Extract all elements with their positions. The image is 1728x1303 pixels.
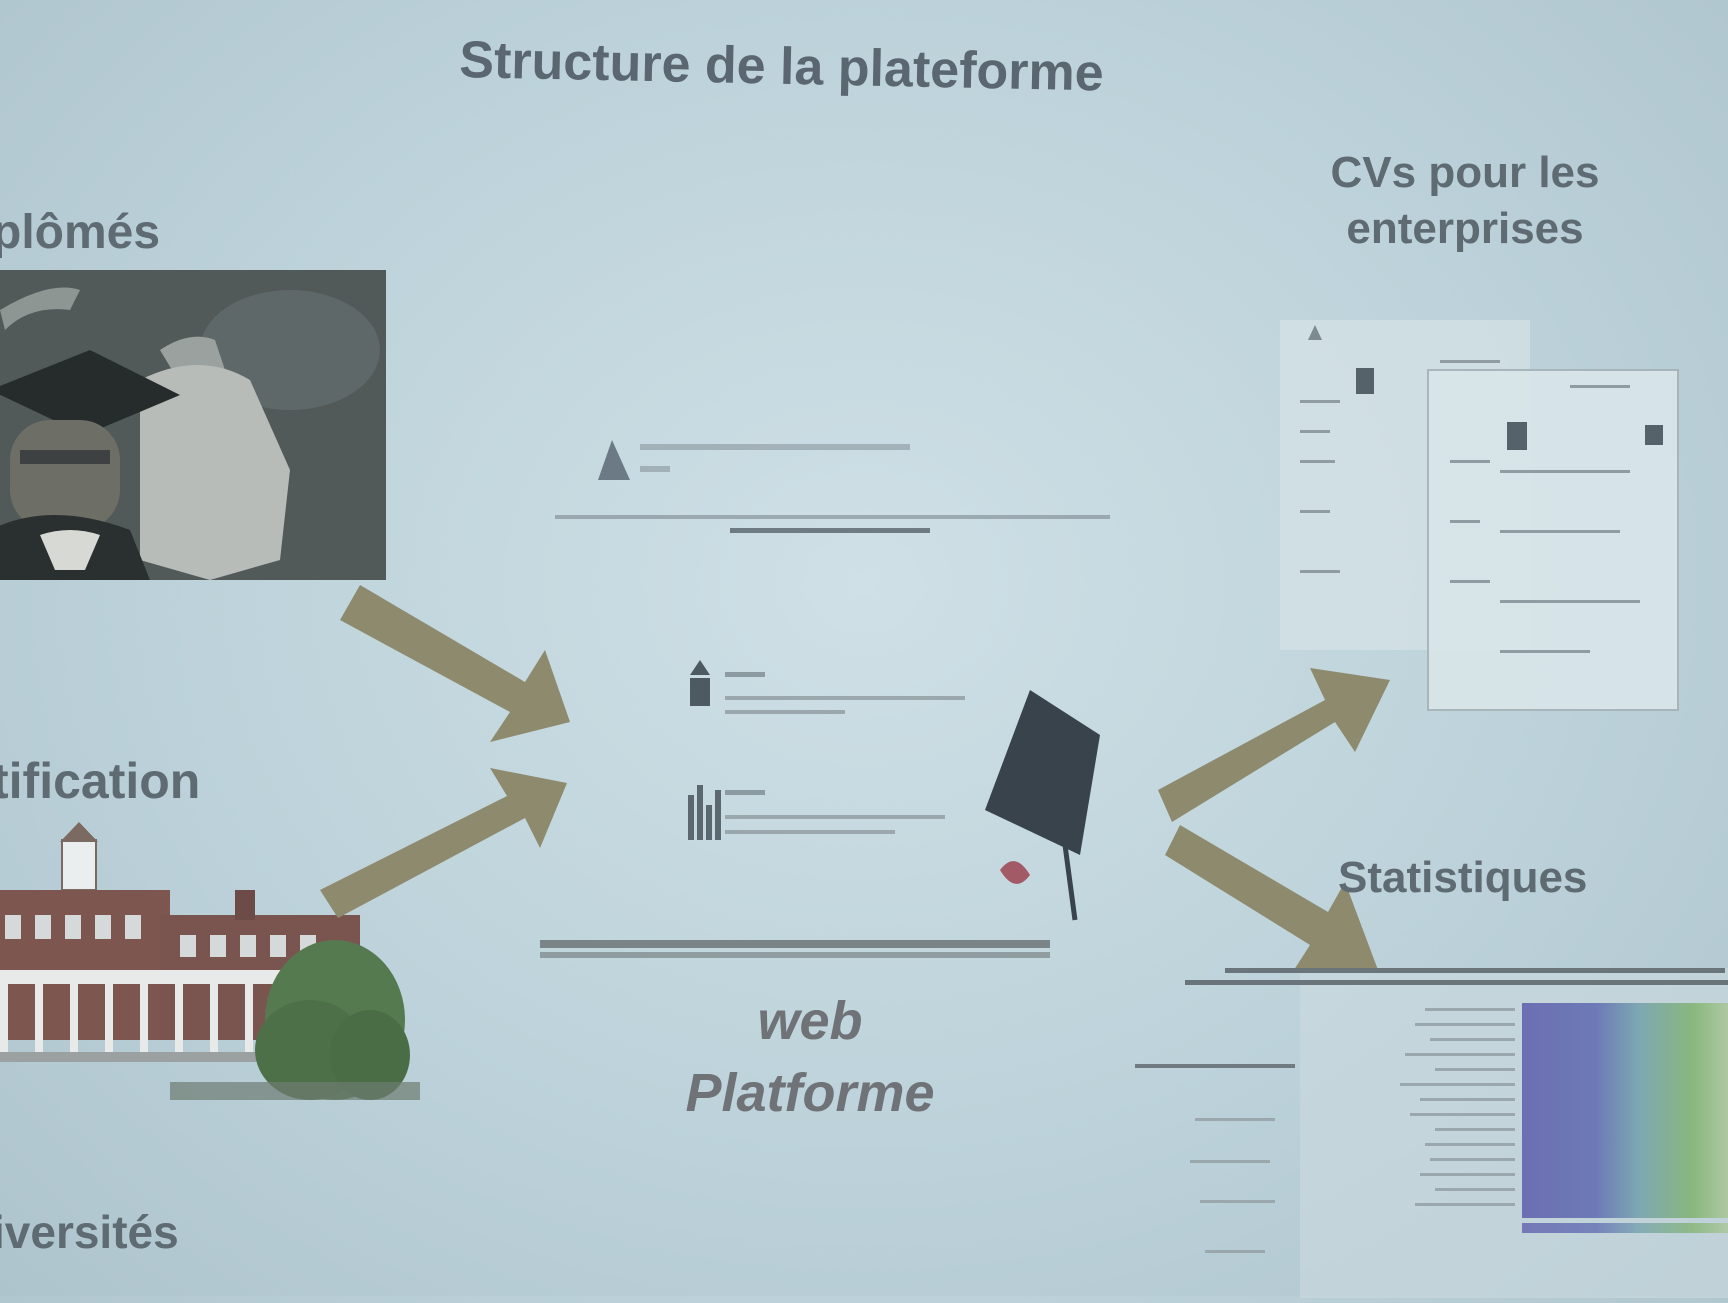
- graduation-cap-icon: [980, 690, 1130, 930]
- platform-name-line2: Platforme: [685, 1063, 935, 1123]
- label-universites: iversités: [0, 1206, 179, 1258]
- label-certification: tification: [0, 753, 201, 809]
- platform-name-line1: web: [757, 991, 863, 1051]
- label-statistiques: Statistiques: [1338, 853, 1588, 902]
- cv-document-image: [1280, 320, 1680, 720]
- platform-name: web Platforme: [640, 985, 980, 1129]
- university-building-image: [0, 820, 420, 1120]
- slide-title: Structure de la plateforme: [458, 30, 1105, 103]
- label-diplomes: plômés: [0, 206, 161, 259]
- arrow-diplomes-to-platform: [340, 585, 570, 742]
- label-cvs-entreprises: CVs pour les enterprises: [1330, 148, 1600, 253]
- graduate-photo: [0, 270, 386, 580]
- platform-screenshot: [540, 420, 1120, 980]
- statistics-chart-image: [1135, 968, 1728, 1298]
